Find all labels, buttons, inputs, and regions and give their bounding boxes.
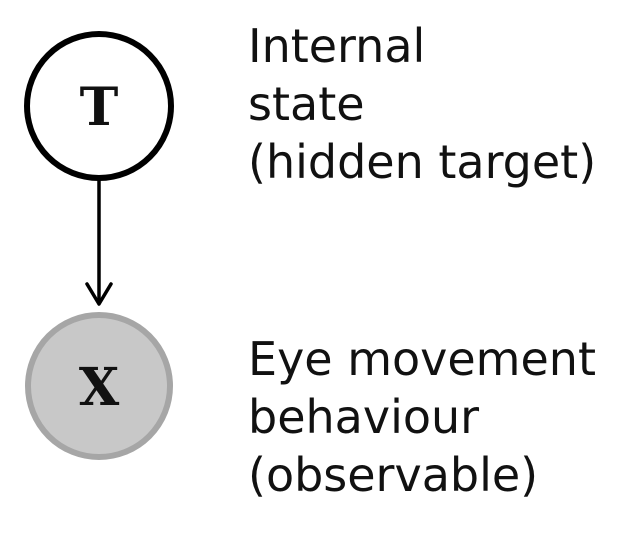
- observable-label-line-3: (observable): [248, 448, 539, 502]
- hidden-label-line-2: state: [248, 77, 365, 131]
- observable-node: X: [25, 312, 173, 460]
- hidden-label-line-3: (hidden target): [248, 135, 597, 189]
- hidden-label-line-1: Internal: [248, 19, 426, 73]
- observable-circle: [25, 312, 173, 460]
- hidden-state-circle: [24, 31, 174, 181]
- observable-label-line-1: Eye movement: [248, 332, 596, 386]
- observable-label: Eye movement behaviour (observable): [248, 330, 596, 504]
- hidden-state-letter: T: [80, 77, 119, 138]
- observable-label-line-2: behaviour: [248, 390, 480, 444]
- hidden-state-label: Internal state (hidden target): [248, 17, 596, 191]
- hidden-state-node: T: [24, 31, 174, 181]
- arrow-head: [85, 282, 113, 306]
- observable-letter: X: [79, 357, 120, 418]
